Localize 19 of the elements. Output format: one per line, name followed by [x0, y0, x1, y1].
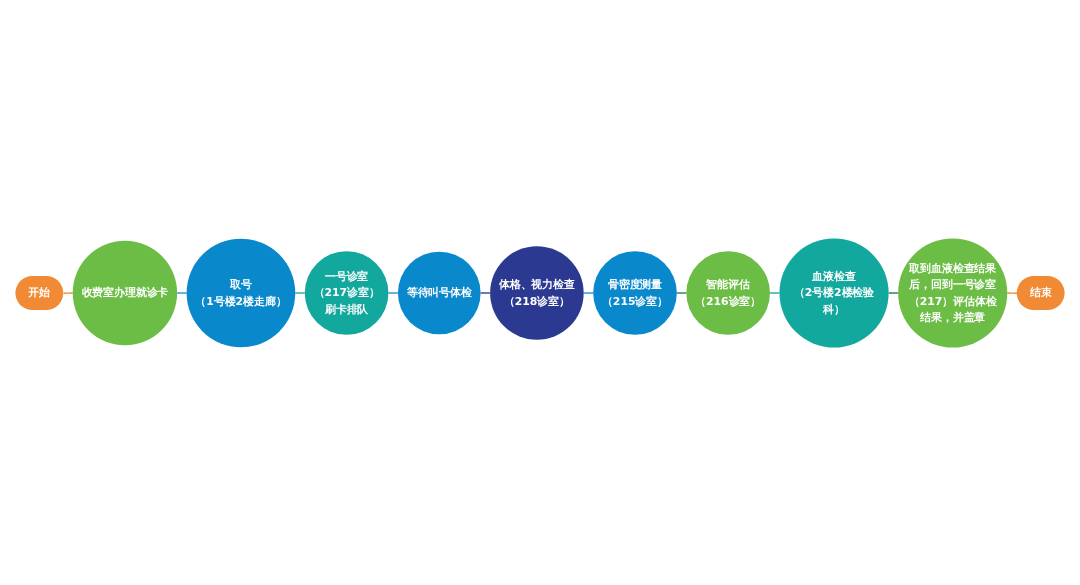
node-circle: 取号 （1号楼2楼走廊） — [186, 238, 296, 347]
connector — [387, 291, 399, 294]
node-circle: 体格、视力检查 （218诊室） — [490, 245, 584, 340]
connector — [62, 291, 74, 294]
node-circle: 血液检查 （2号楼2楼检验科） — [779, 237, 889, 348]
node-circle: 骨密度测量 （215诊室） — [593, 250, 677, 335]
connector — [583, 291, 594, 294]
node-circle: 智能评估 （216诊室） — [686, 250, 770, 335]
node-circle: 取到血液检查结果后，回到一号诊室（217）评估体检结果，并盖章 — [898, 237, 1008, 348]
connector — [294, 291, 306, 294]
node-circle: 收费室办理就诊卡 — [72, 240, 178, 345]
connector — [479, 291, 491, 294]
node-circle: 等待叫号体检 — [397, 251, 481, 334]
connector — [176, 291, 188, 294]
connector — [887, 291, 899, 294]
connector — [676, 291, 687, 294]
connector — [1006, 291, 1018, 294]
connector — [769, 291, 781, 294]
node-circle: 一号诊室 （217诊室） 刷卡排队 — [304, 250, 389, 335]
